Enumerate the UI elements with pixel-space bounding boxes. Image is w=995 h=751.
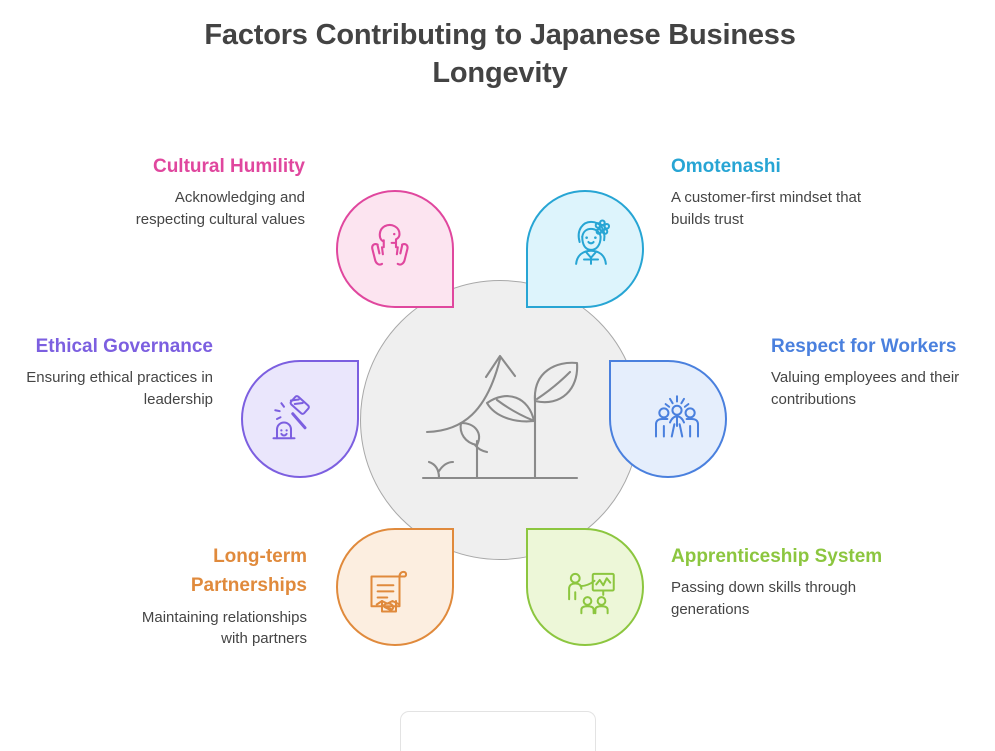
label-respect-workers: Respect for Workers Valuing employees an… [771, 332, 971, 410]
infographic-canvas: Factors Contributing to Japanese Busines… [18, 19, 971, 751]
node-pin-respect-workers[interactable] [609, 360, 727, 478]
label-description: Ensuring ethical practices in leadership [26, 369, 213, 408]
node-pin-omotenashi[interactable] [526, 190, 644, 308]
node-pin-apprenticeship-system[interactable] [526, 528, 644, 646]
kimono-person-flower-icon [534, 185, 648, 299]
label-heading: Cultural Humility [152, 156, 305, 177]
label-cultural-humility: Cultural Humility Acknowledging and resp… [110, 152, 305, 230]
label-description: Acknowledging and respecting cultural va… [135, 189, 305, 228]
label-description: Valuing employees and their contribution… [771, 369, 960, 408]
label-omotenashi: Omotenashi A customer-first mindset that… [671, 152, 886, 230]
label-heading: Apprenticeship System [671, 546, 883, 567]
gavel-figure-icon [234, 362, 348, 476]
label-description: Passing down skills through generations [671, 579, 857, 618]
hands-holding-head-icon [332, 185, 446, 299]
bottom-clipped-card [400, 711, 596, 751]
label-heading: Respect for Workers [771, 336, 957, 357]
page-title: Factors Contributing to Japanese Busines… [204, 19, 796, 90]
teacher-students-board-icon [534, 537, 648, 651]
node-pin-long-term-partnerships[interactable] [336, 528, 454, 646]
label-heading: Omotenashi [671, 156, 781, 177]
node-pin-ethical-governance[interactable] [241, 360, 359, 478]
label-ethical-governance: Ethical Governance Ensuring ethical prac… [18, 332, 213, 410]
label-heading: Long-term Partnerships [190, 546, 307, 597]
node-pin-cultural-humility[interactable] [336, 190, 454, 308]
three-people-celebrating-icon [620, 362, 734, 476]
label-description: A customer-first mindset that builds tru… [671, 189, 862, 228]
label-description: Maintaining relationships with partners [141, 608, 307, 648]
center-hub-circle [360, 280, 640, 560]
plant-growth-icon [415, 345, 585, 495]
label-long-term-partnerships: Long-term Partnerships Maintaining relat… [119, 542, 307, 649]
label-apprenticeship-system: Apprenticeship System Passing down skill… [671, 542, 886, 620]
label-heading: Ethical Governance [35, 336, 213, 357]
contract-handshake-icon [332, 537, 446, 651]
